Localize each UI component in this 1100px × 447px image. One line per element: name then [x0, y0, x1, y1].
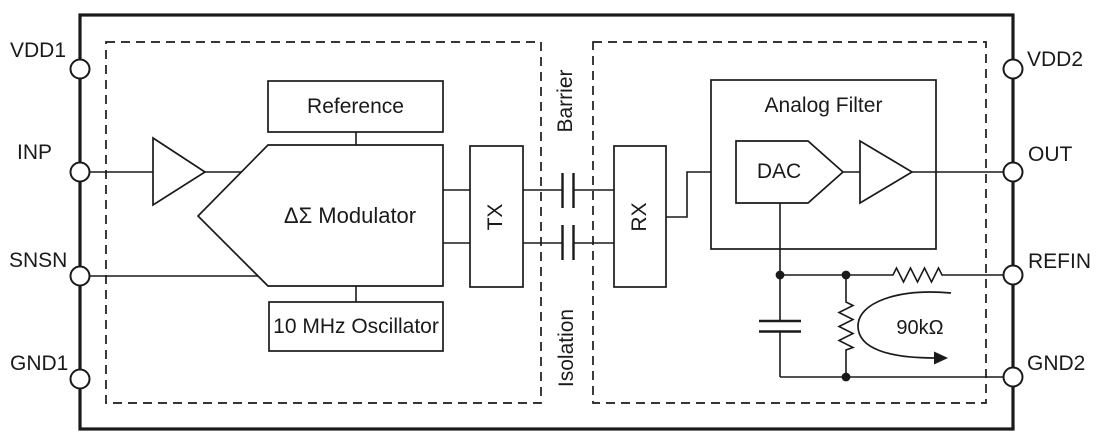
barrier-capacitor-bottom: [561, 225, 575, 260]
isolation-label: Isolation: [555, 308, 578, 388]
resistance-sweep-arrowhead: [934, 351, 948, 365]
barrier-capacitor-top: [561, 173, 575, 208]
pin-label-vdd2: VDD2: [1027, 48, 1084, 71]
vertical-resistor: [837, 275, 856, 377]
primary-side-dashed-box: [105, 41, 542, 404]
rx-label: RX: [628, 202, 651, 232]
output-amplifier-triangle: [859, 139, 914, 205]
vdd1-pin-circle: [69, 58, 91, 80]
rx-box: [613, 145, 667, 288]
vdd2-pin-circle: [1002, 58, 1024, 80]
resistance-sweep-arrow-curve: [857, 291, 952, 359]
pin-label-gnd2: GND2: [1027, 352, 1086, 375]
pin-label-vdd1: VDD1: [10, 39, 67, 62]
oscillator-label: 10 MHz Oscillator: [273, 314, 439, 338]
gnd2-pin-circle: [1002, 366, 1024, 388]
input-amplifier-triangle: [152, 136, 207, 207]
pin-circles: [69, 58, 1024, 390]
chip-outline: [78, 13, 1015, 431]
barrier-label: Barrier: [554, 69, 577, 133]
pin-label-snsn: SNSN: [9, 249, 68, 272]
dac-shape: [735, 140, 845, 204]
out-pin-circle: [1002, 161, 1024, 183]
tx-label: TX: [484, 203, 507, 231]
reference-label: Reference: [307, 94, 404, 118]
gnd1-pin-circle: [69, 368, 91, 390]
feedback-capacitor: [759, 319, 801, 333]
junction-dot-a: [775, 270, 785, 280]
tx-box: [469, 145, 524, 288]
refin-pin-circle: [1002, 264, 1024, 286]
oscillator-box: [268, 301, 444, 352]
pin-label-out: OUT: [1028, 143, 1073, 166]
dac-label: DAC: [756, 160, 802, 183]
secondary-side-dashed-box: [592, 41, 987, 404]
feedback-resistance-label: 90kΩ: [896, 316, 944, 339]
junction-dot-c: [841, 372, 851, 382]
pin-label-inp: INP: [17, 141, 53, 164]
refin-resistor: [846, 266, 1004, 284]
snsn-pin-circle: [69, 265, 91, 287]
junction-dot-b: [841, 270, 851, 280]
pin-label-refin: REFIN: [1028, 250, 1091, 273]
analog-filter-label: Analog Filter: [764, 94, 883, 117]
modulator-to-tx-wires: [443, 189, 470, 244]
modulator-label: ΔΣ Modulator: [283, 203, 417, 228]
pin-label-gnd1: GND1: [10, 352, 69, 375]
inp-pin-circle: [69, 161, 91, 183]
